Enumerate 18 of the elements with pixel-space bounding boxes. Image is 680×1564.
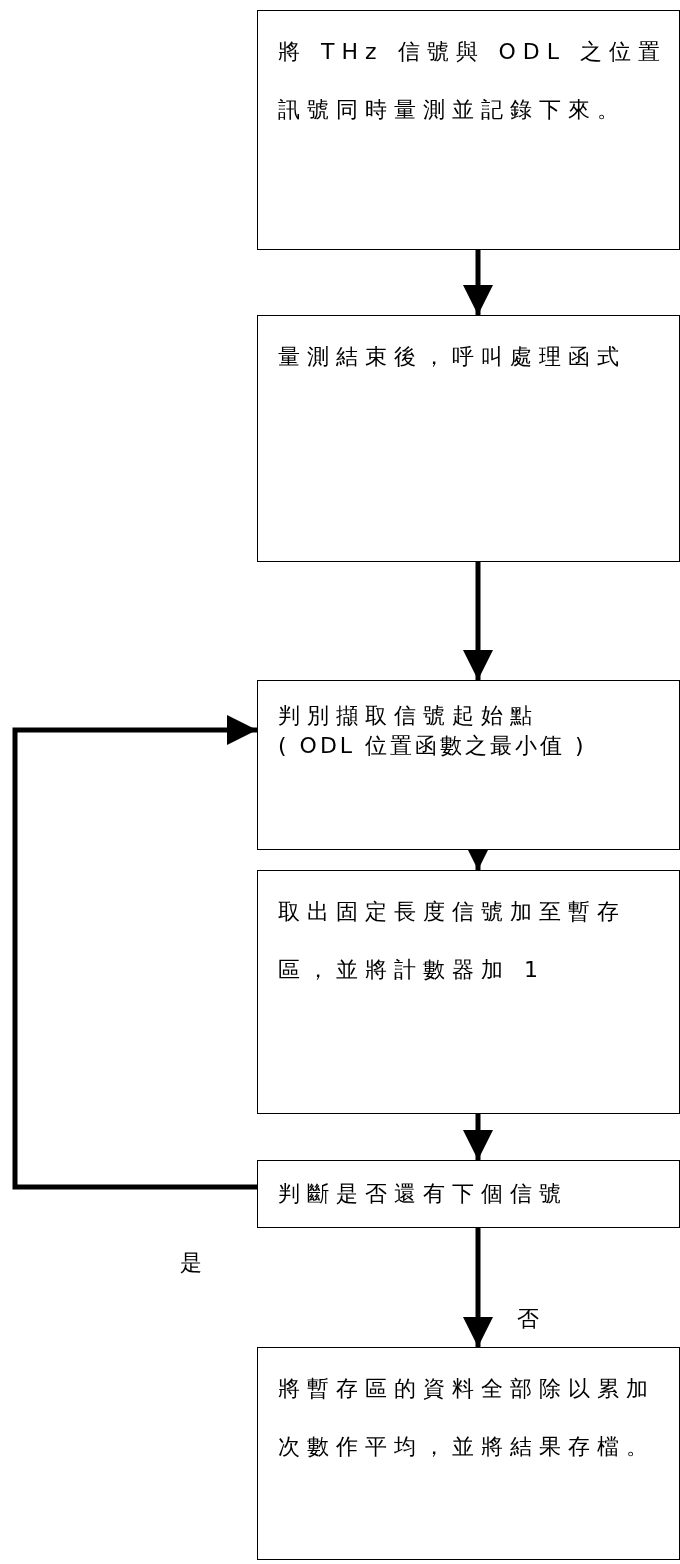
process-box [257, 680, 680, 850]
box-text: 取出固定長度信號加至暫存區，並將計數器加 1 [278, 898, 627, 984]
process-box [257, 315, 680, 562]
process-box [257, 1160, 680, 1228]
process-box [257, 10, 680, 250]
box-text: 判別擷取信號起始點 [278, 702, 540, 730]
arrow [463, 1228, 493, 1347]
arrow [12, 715, 257, 1190]
arrow [463, 562, 493, 680]
box-text: ( ODL 位置函數之最小值 ) [278, 732, 588, 760]
process-box [257, 1347, 680, 1560]
box-text: 將 THz 信號與 ODL 之位置訊號同時量測並記錄下來。 [278, 38, 668, 124]
process-box [257, 870, 680, 1114]
box-text: 將暫存區的資料全部除以累加次數作平均，並將結果存檔。 [278, 1375, 656, 1461]
arrow [463, 1114, 493, 1160]
arrow [463, 250, 493, 315]
box-text: 量測結束後，呼叫處理函式 [278, 343, 627, 371]
box-text: 判斷是否還有下個信號 [278, 1180, 569, 1208]
